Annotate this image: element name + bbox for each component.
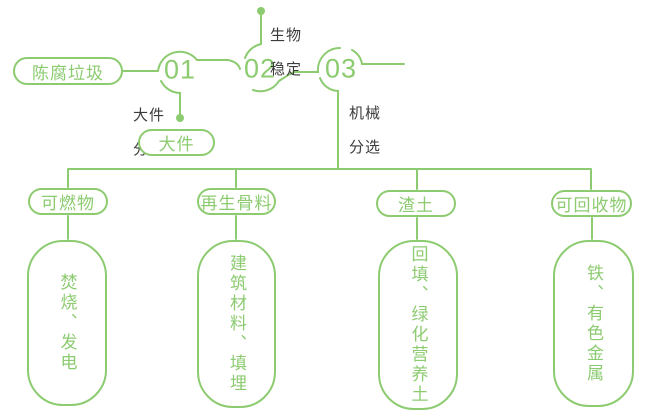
output-box-recyclables: 铁、有色金属 [553,240,634,407]
bulky-output-pill: 大件 [138,129,215,156]
output-pill-label: 渣土 [398,196,434,215]
connector-main-line [122,50,241,72]
connector-03-out [351,49,405,65]
step2-label: 生物 稳定 [270,10,302,95]
output-pill-recycled-aggregate: 再生骨料 [197,188,276,215]
connector-02-03 [252,46,341,93]
source-label: 陈腐垃圾 [32,63,104,83]
output-pill-combustibles: 可燃物 [28,188,108,215]
bio-dot [257,7,265,15]
output-pill-slag-soil: 渣土 [376,190,456,217]
output-box-text: 焚烧、发电 [57,273,77,373]
connector-bio-line [244,13,262,59]
step1-label-line1: 大件 [133,107,166,124]
step3-label: 机械 分选 [349,88,381,173]
step2-label-line2: 稳定 [270,61,303,78]
output-pill-label: 可燃物 [41,194,95,213]
step-number-02: 02 [243,53,277,84]
step-number-01: 01 [163,54,197,85]
output-box-slag-soil: 回填、绿化营养土 [378,240,458,410]
connector-pill-boxes [67,215,593,240]
output-pill-recyclables: 可回收物 [551,190,632,217]
output-pill-label: 可回收物 [555,196,628,215]
connector-bulky-drop [160,80,181,115]
output-pill-label: 再生骨料 [200,194,273,213]
output-box-recycled-aggregate: 建筑材料、填埋 [197,240,276,408]
connector-03-drop [319,77,339,170]
source-pill: 陈腐垃圾 [13,57,123,85]
output-box-combustibles: 焚烧、发电 [27,240,107,406]
output-box-text: 回填、绿化营养土 [408,245,428,405]
bulky-dot [176,114,184,122]
connector-distribution [67,168,592,190]
output-box-text: 铁、有色金属 [584,263,603,384]
step3-label-line2: 分选 [349,139,382,156]
step2-label-line1: 生物 [270,27,303,44]
step3-label-line1: 机械 [349,105,382,122]
bulky-output-label: 大件 [158,135,195,154]
step-number-03: 03 [324,53,358,84]
output-box-text: 建筑材料、填埋 [227,254,246,394]
